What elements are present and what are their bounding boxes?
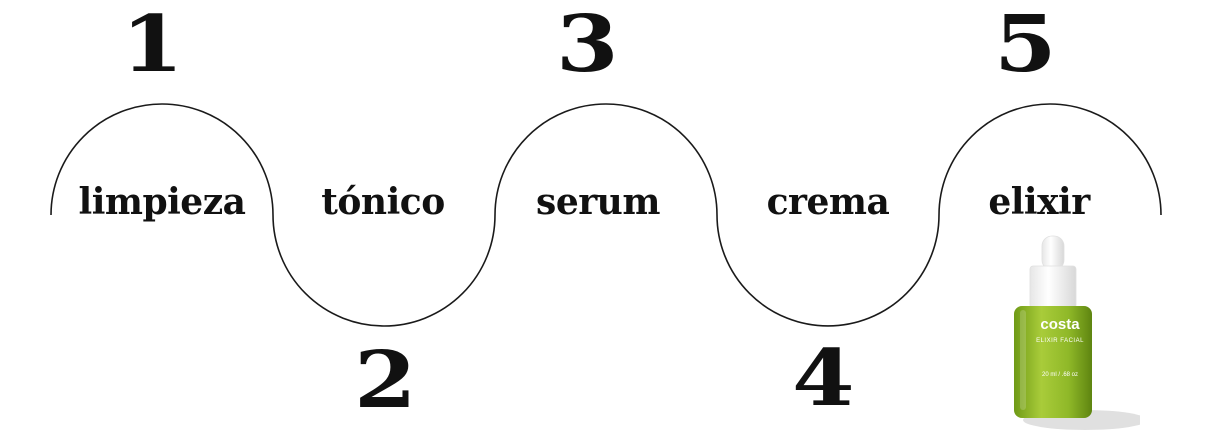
step-5-number: 5 bbox=[994, 0, 1056, 90]
step-5-label: elixir bbox=[988, 181, 1090, 223]
bottle-volume: 20 ml / .68 oz bbox=[1041, 372, 1079, 378]
step-4-number: 4 bbox=[792, 333, 854, 424]
step-1-label: limpieza bbox=[78, 181, 246, 223]
step-1-number: 1 bbox=[121, 0, 183, 90]
step-3-label: serum bbox=[536, 181, 660, 223]
step-4-label: crema bbox=[766, 181, 890, 223]
bottle-product-name: ELIXIR FACIAL bbox=[1036, 338, 1084, 344]
elixir-bottle-image bbox=[1014, 235, 1140, 430]
step-2-number: 2 bbox=[354, 335, 416, 426]
step-3-number: 3 bbox=[556, 0, 618, 90]
bottle-brand: costa bbox=[1040, 316, 1080, 333]
step-2-label: tónico bbox=[321, 181, 445, 223]
